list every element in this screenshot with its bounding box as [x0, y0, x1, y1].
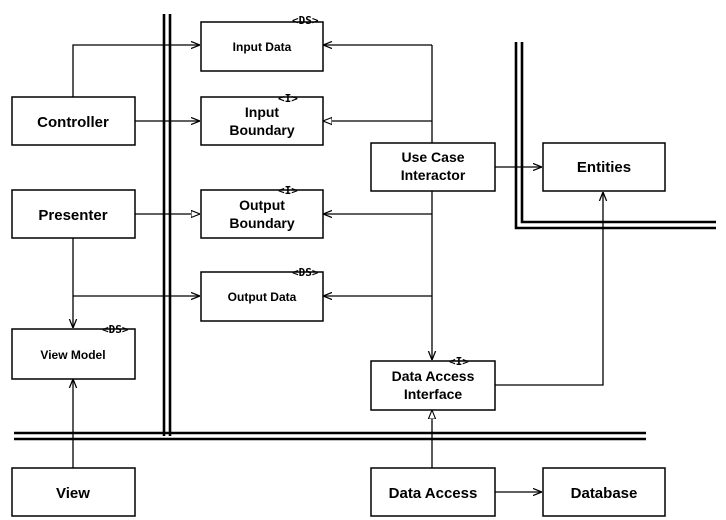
view-model-stereotype: <DS> — [102, 323, 129, 336]
output-boundary-label-line2: Boundary — [229, 215, 295, 231]
boundary-walls — [14, 14, 716, 441]
view-box: View — [11, 467, 136, 517]
input-boundary-box: <I> Input Boundary — [200, 92, 324, 146]
presenter-label: Presenter — [38, 207, 107, 224]
input-data-box: <DS> Input Data — [200, 14, 324, 72]
use-case-interactor-box: Use Case Interactor — [370, 142, 496, 192]
input-data-label: Input Data — [233, 40, 292, 54]
entities-box: Entities — [542, 142, 666, 192]
controller-to-input-data-arrow — [72, 45, 200, 97]
view-label: View — [56, 485, 90, 502]
data-access-interface-box: <I> Data Access Interface — [370, 355, 496, 411]
entities-boundary-outer — [514, 42, 716, 230]
data-access-interface-stereotype: <I> — [449, 355, 469, 368]
input-boundary-stereotype: <I> — [278, 92, 298, 105]
input-data-stereotype: <DS> — [292, 14, 319, 27]
entities-boundary-inner — [520, 42, 716, 224]
controller-box: Controller — [11, 96, 136, 146]
input-boundary-label-line2: Boundary — [229, 122, 295, 138]
data-access-interface-label-line2: Interface — [404, 386, 463, 402]
data-access-box: Data Access — [370, 467, 496, 517]
use-case-interactor-label-line1: Use Case — [401, 149, 464, 165]
use-case-interactor-label-line2: Interactor — [401, 167, 466, 183]
controller-label: Controller — [37, 114, 109, 131]
output-data-stereotype: <DS> — [292, 266, 319, 279]
connectors — [73, 45, 603, 492]
database-box: Database — [542, 467, 666, 517]
data-access-interface-label-line1: Data Access — [392, 368, 475, 384]
presenter-box: Presenter — [11, 189, 136, 239]
output-boundary-label-line1: Output — [239, 197, 285, 213]
output-data-box: <DS> Output Data — [200, 266, 324, 322]
entities-label: Entities — [577, 159, 631, 176]
output-boundary-box: <I> Output Boundary — [200, 184, 324, 239]
input-boundary-label-line1: Input — [245, 104, 280, 120]
database-label: Database — [571, 485, 638, 502]
output-data-label: Output Data — [228, 290, 297, 304]
view-model-box: <DS> View Model — [11, 323, 136, 380]
data-access-interface-to-entities-arrow — [495, 192, 603, 386]
data-access-label: Data Access — [389, 485, 478, 502]
view-model-label: View Model — [40, 348, 105, 362]
output-boundary-stereotype: <I> — [278, 184, 298, 197]
